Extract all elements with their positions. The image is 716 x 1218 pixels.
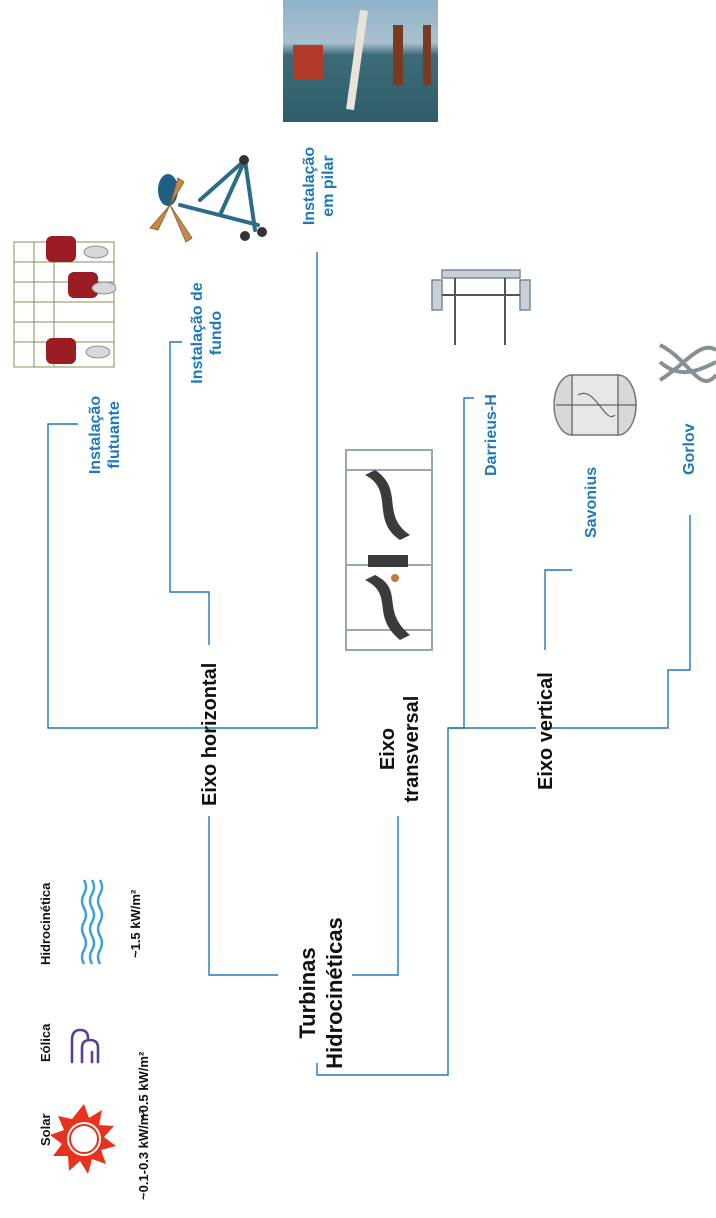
leaf-pilar-label: Instalação em pilar xyxy=(300,126,338,246)
leaf-fundo-line2: fundo xyxy=(208,310,225,356)
legend-hidrocinetica-name: Hidrocinética xyxy=(38,882,53,965)
leaf-flutuante-line2: flutuante xyxy=(106,401,123,469)
legend-hidrocinetica-value: ~1.5 kW/m² xyxy=(128,889,143,958)
water-waves-icon xyxy=(80,879,104,965)
branch-vertical-label: Eixo vertical xyxy=(535,672,557,790)
leaf-fundo-line1: Instalação de xyxy=(189,282,206,384)
edge-horizontal-pilar xyxy=(209,252,318,729)
root-label-line2: Hidrocinéticas xyxy=(322,917,347,1069)
root-label-line1: Turbinas xyxy=(295,947,320,1039)
leaf-fundo-label: Instalação de fundo xyxy=(188,268,226,398)
legend-solar-name: Solar xyxy=(38,1113,53,1146)
edge-root-vertical xyxy=(316,727,536,1076)
branch-transversal-line1: Eixo xyxy=(377,727,399,771)
leaf-gorlov-label: Gorlov xyxy=(681,423,698,475)
branch-transversal-line2: transversal xyxy=(401,695,423,803)
edge-vertical-darrieus xyxy=(448,397,474,729)
edge-horizontal-fundo xyxy=(169,341,210,610)
legend-eolica-name: Eólica xyxy=(38,1023,53,1062)
leaf-flutuante-label: Instalação flutuante xyxy=(86,370,124,500)
edge-horizontal-flutuante xyxy=(47,423,209,729)
edge-vertical-gorlov xyxy=(545,515,691,729)
edge-root-horizontal xyxy=(208,816,278,976)
leaf-flutuante-line1: Instalação xyxy=(87,395,104,475)
branch-horizontal-label: Eixo horizontal xyxy=(199,662,221,806)
edge-root-transversal xyxy=(352,816,399,976)
edge-vertical-savonius xyxy=(544,569,572,650)
leaf-pilar-line2: em pilar xyxy=(320,155,337,217)
legend-eolica-value: ~0.5 kW/m² xyxy=(136,1051,151,1120)
leaf-pilar-line1: Instalação xyxy=(301,146,318,226)
leaf-darrieus-label: Darrieus-H xyxy=(483,394,500,476)
legend-solar-value: ~0.1-0.3 kW/m² xyxy=(136,1109,151,1200)
pillar-turbine-photo xyxy=(283,0,438,122)
root-node-label: Turbinas Hidrocinéticas xyxy=(294,903,348,1083)
wind-icon xyxy=(70,1028,100,1064)
branch-transversal-label: Eixo transversal xyxy=(376,684,424,814)
sun-icon xyxy=(50,1104,116,1174)
leaf-savonius-label: Savonius xyxy=(583,466,600,538)
